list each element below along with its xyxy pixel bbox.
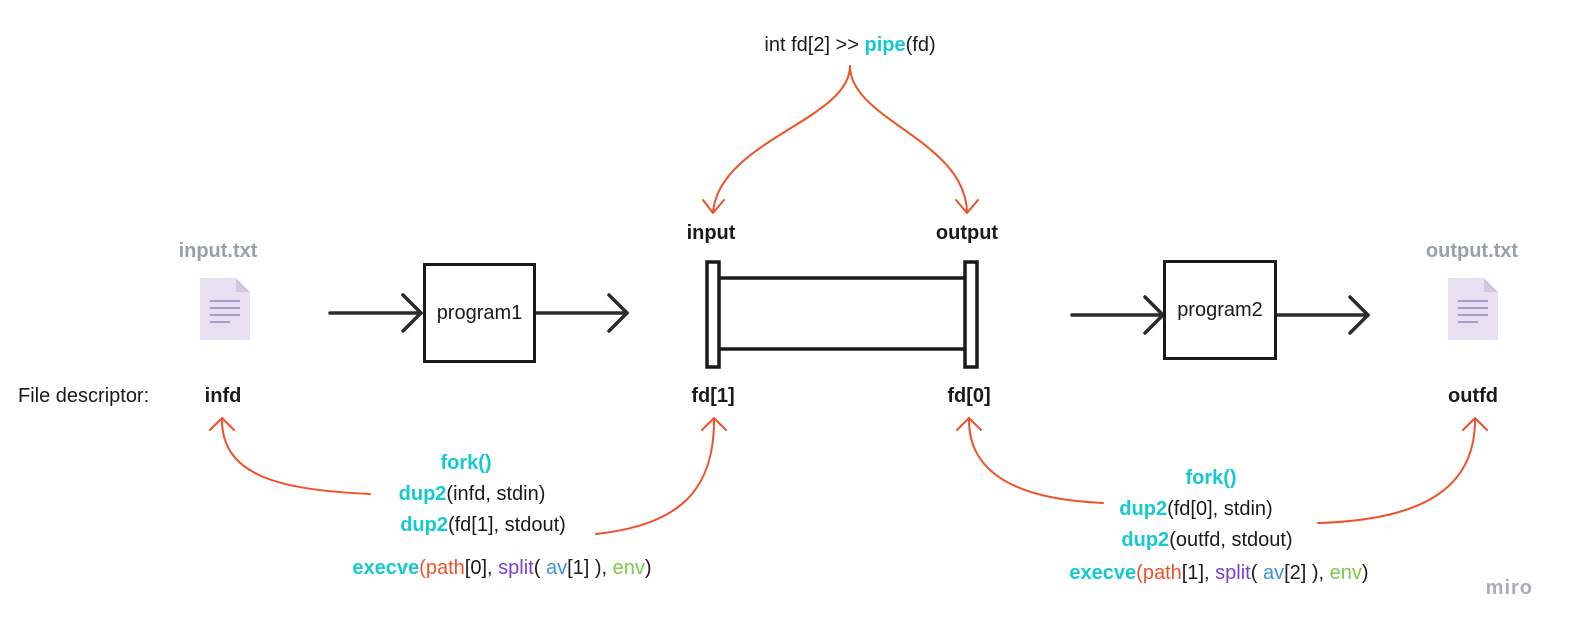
- program1-box: program1: [423, 263, 536, 363]
- child1-path: path: [425, 557, 465, 579]
- child2-dup2-args-b: (outfd, stdout): [1169, 529, 1293, 551]
- child2-fork: fork(): [1185, 467, 1237, 489]
- arrow-child2-to-fd0: [956, 417, 1104, 504]
- input-file-icon: [200, 278, 250, 340]
- arrow-program1-to-pipe: [534, 293, 629, 333]
- child1-dup2-args-a: (infd, stdin): [446, 483, 546, 505]
- pipe-shape: [705, 260, 979, 369]
- child2-dup2-stdout: dup2(outfd, stdout): [1121, 529, 1292, 552]
- child1-execve: execve(path[0], split( av[1] ), env): [352, 557, 652, 579]
- child2-split: split: [1215, 562, 1251, 584]
- arrow-child1-to-infd: [209, 417, 371, 495]
- child1-dup2-stdout: dup2(fd[1], stdout): [400, 514, 566, 537]
- child1-split: split: [498, 557, 534, 579]
- arrow-child2-to-outfd: [1317, 417, 1488, 524]
- child2-path: path: [1142, 562, 1182, 584]
- child1-dup2-fn-b: dup2: [400, 514, 448, 536]
- fd0-label: fd[0]: [947, 385, 991, 407]
- arrow-pipe-to-input-end: [702, 65, 851, 214]
- child2-dup2-stdin: dup2(fd[0], stdin): [1119, 498, 1272, 521]
- pipe-input-label: input: [686, 222, 736, 244]
- pipe-function: pipe: [864, 34, 906, 56]
- child1-av: av: [545, 557, 568, 579]
- child2-dup2-fn-a: dup2: [1119, 498, 1168, 520]
- child1-execve-fn: execve: [352, 557, 420, 579]
- child2-execve: execve(path[1], split( av[2] ), env): [1069, 562, 1369, 584]
- fd1-label: fd[1]: [691, 385, 735, 407]
- file-descriptor-label: File descriptor:: [18, 385, 150, 407]
- arrow-input-to-program1: [328, 293, 423, 333]
- arrow-child1-to-fd1: [595, 417, 727, 535]
- program2-label: program2: [1177, 298, 1263, 321]
- child2-dup2-fn-b: dup2: [1121, 529, 1170, 551]
- pipe-call-suffix: (fd): [905, 34, 936, 56]
- arrow-program2-to-output: [1275, 295, 1370, 335]
- child2-env: env: [1329, 562, 1362, 584]
- child2-av: av: [1262, 562, 1285, 584]
- child1-fork: fork(): [440, 452, 492, 474]
- child1-dup2-stdin: dup2(infd, stdin): [399, 483, 546, 506]
- child2-execve-fn: execve: [1069, 562, 1137, 584]
- output-file-name: output.txt: [1425, 240, 1519, 262]
- pipe-call-label: int fd[2] >> pipe(fd): [764, 34, 935, 57]
- output-file-icon: [1448, 278, 1498, 340]
- input-file-name: input.txt: [178, 240, 258, 262]
- child1-dup2-args-b: (fd[1], stdout): [447, 514, 566, 536]
- infd-label: infd: [204, 385, 242, 407]
- arrow-pipe-to-output-end: [849, 65, 979, 214]
- pipe-call-prefix: int fd[2] >>: [764, 34, 865, 56]
- child1-env: env: [612, 557, 645, 579]
- program2-box: program2: [1163, 260, 1277, 360]
- arrow-pipe-to-program2: [1070, 295, 1165, 335]
- child1-dup2-fn-a: dup2: [398, 483, 447, 505]
- outfd-label: outfd: [1448, 385, 1498, 407]
- miro-watermark: miro: [1485, 577, 1533, 599]
- child2-dup2-args-a: (fd[0], stdin): [1167, 498, 1273, 520]
- program1-label: program1: [436, 301, 523, 324]
- pipe-output-label: output: [935, 222, 999, 244]
